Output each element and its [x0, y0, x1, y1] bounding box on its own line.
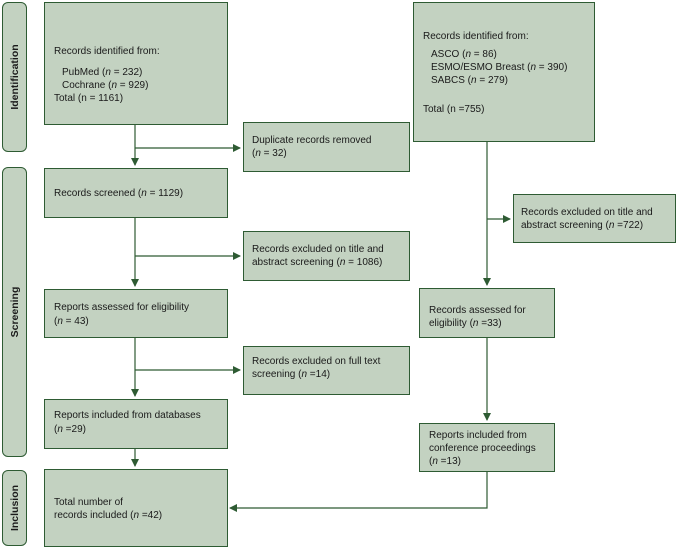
screened-box: Records screened (n = 1129)	[44, 168, 228, 218]
conf-total: Total (n =755)	[423, 104, 485, 115]
excluded-title-conf-box: Records excluded on title and abstract s…	[513, 194, 676, 243]
conf-identified-box: Records identified from: ASCO (n = 86) E…	[413, 2, 595, 142]
included-conf-box: Reports included from conference proceed…	[419, 423, 555, 472]
assessed-db-count: (n = 43)	[54, 316, 89, 327]
conf-asco: ASCO (n = 86)	[431, 49, 497, 60]
included-conf-count: (n =13)	[429, 456, 461, 467]
duplicates-box: Duplicate records removed (n = 32)	[243, 122, 410, 172]
assessed-conf-box: Records assessed for eligibility (n =33)	[419, 288, 555, 338]
excluded-title-db-box: Records excluded on title and abstract s…	[243, 231, 410, 281]
assessed-conf-line1: Records assessed for	[429, 305, 526, 316]
conf-esmo: ESMO/ESMO Breast (n = 390)	[431, 62, 568, 73]
screened-text: Records screened (n = 1129)	[54, 188, 184, 199]
included-conf-line2: conference proceedings	[429, 443, 536, 454]
arrow-conf-included-to-total	[229, 472, 488, 512]
db-identified-box: Records identified from: PubMed (n = 232…	[44, 2, 228, 125]
assessed-conf-line2: eligibility (n =33)	[429, 318, 502, 329]
conf-sabcs: SABCS (n = 279)	[431, 75, 508, 86]
db-cochrane: Cochrane (n = 929)	[62, 80, 149, 91]
phase-inclusion: Inclusion	[2, 470, 27, 546]
excluded-fulltext-box: Records excluded on full text screening …	[243, 346, 410, 395]
conf-identified-title: Records identified from:	[423, 31, 529, 42]
included-db-line1: Reports included from databases	[54, 410, 201, 421]
duplicates-count: (n = 32)	[252, 148, 287, 159]
phase-identification: Identification	[2, 2, 27, 152]
total-included-box: Total number of records included (n =42)	[44, 469, 228, 547]
total-included-line2: records included (n =42)	[54, 510, 163, 521]
assessed-db-box: Reports assessed for eligibility (n = 43…	[44, 289, 228, 338]
excluded-title-conf-line2: abstract screening (n =722)	[521, 220, 644, 231]
excluded-title-conf-line1: Records excluded on title and	[521, 207, 653, 218]
excluded-title-db-line1: Records excluded on title and	[252, 244, 384, 255]
phase-screening: Screening	[2, 167, 27, 457]
db-identified-title: Records identified from:	[54, 46, 160, 57]
included-db-box: Reports included from databases (n =29)	[44, 399, 228, 449]
excluded-fulltext-line1: Records excluded on full text	[252, 356, 381, 367]
included-db-count: (n =29)	[54, 424, 86, 435]
db-pubmed: PubMed (n = 232)	[62, 67, 143, 78]
db-total: Total (n = 1161)	[54, 93, 124, 104]
excluded-fulltext-line2: screening (n =14)	[252, 369, 331, 380]
duplicates-line1: Duplicate records removed	[252, 135, 372, 146]
excluded-title-db-line2: abstract screening (n = 1086)	[252, 257, 383, 268]
included-conf-line1: Reports included from	[429, 430, 527, 441]
assessed-db-line1: Reports assessed for eligibility	[54, 302, 190, 313]
total-included-line1: Total number of	[54, 497, 123, 508]
